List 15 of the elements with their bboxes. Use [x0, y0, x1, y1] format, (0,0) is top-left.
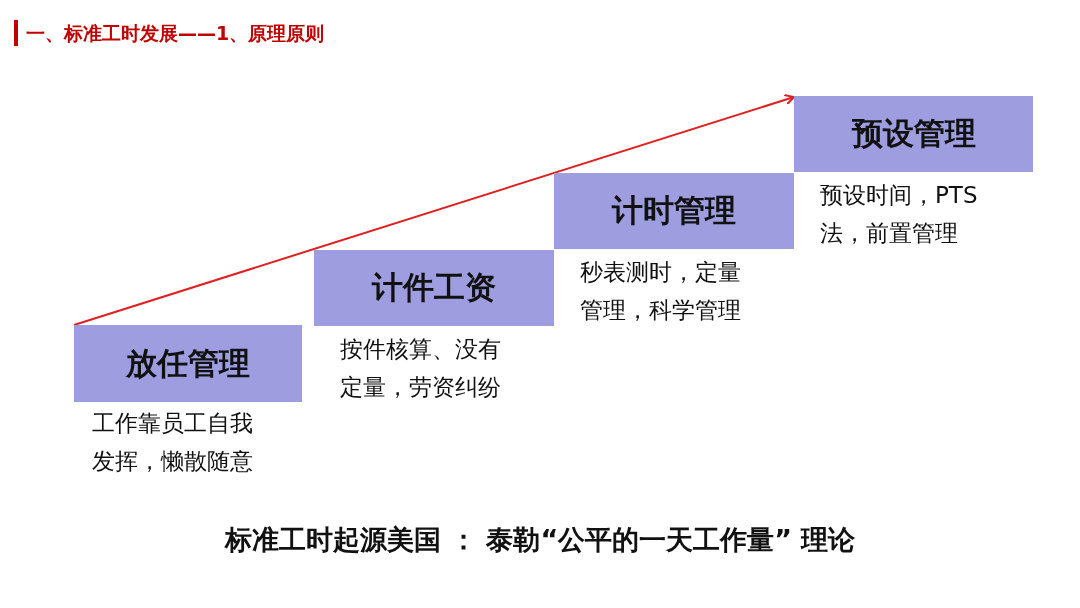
arrow [73, 93, 795, 326]
step-description: 预设时间，PTS法，前置管理 [820, 181, 979, 248]
step-box [74, 325, 302, 402]
step-box [554, 173, 794, 249]
step-box [314, 250, 554, 326]
caption: 标准工时起源美国 ： 泰勒“公平的一天工作量” 理论 [223, 523, 857, 557]
step-title: 预设管理 [851, 114, 976, 153]
step-title: 放任管理 [126, 343, 250, 383]
step-description: 按件核算、没有定量，劳资纠纷 [340, 335, 502, 402]
slide-title: 一、标准工时发展——1、原理原则 [26, 21, 325, 46]
step-title: 计件工资 [372, 268, 496, 307]
step-title: 计时管理 [612, 191, 736, 230]
step-box [794, 96, 1033, 172]
step-description: 秒表测时，定量管理，科学管理 [580, 258, 742, 325]
step-description: 工作靠员工自我发挥，懒散随意 [92, 409, 254, 476]
